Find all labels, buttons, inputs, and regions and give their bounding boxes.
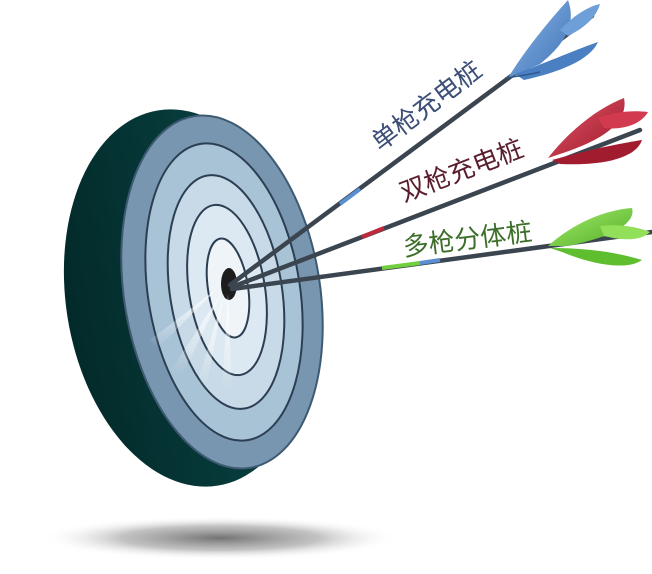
- arrow-top: [227, 0, 600, 288]
- arrow-middle: [229, 98, 648, 290]
- impact-streaks: [150, 288, 232, 392]
- arrow-icon: [504, 0, 600, 80]
- ground-shadow: [40, 516, 400, 560]
- arrow-bottom: [229, 208, 652, 292]
- arrow-icon: [548, 98, 648, 165]
- arrow-icon: [548, 208, 650, 266]
- target-icon: [63, 109, 324, 487]
